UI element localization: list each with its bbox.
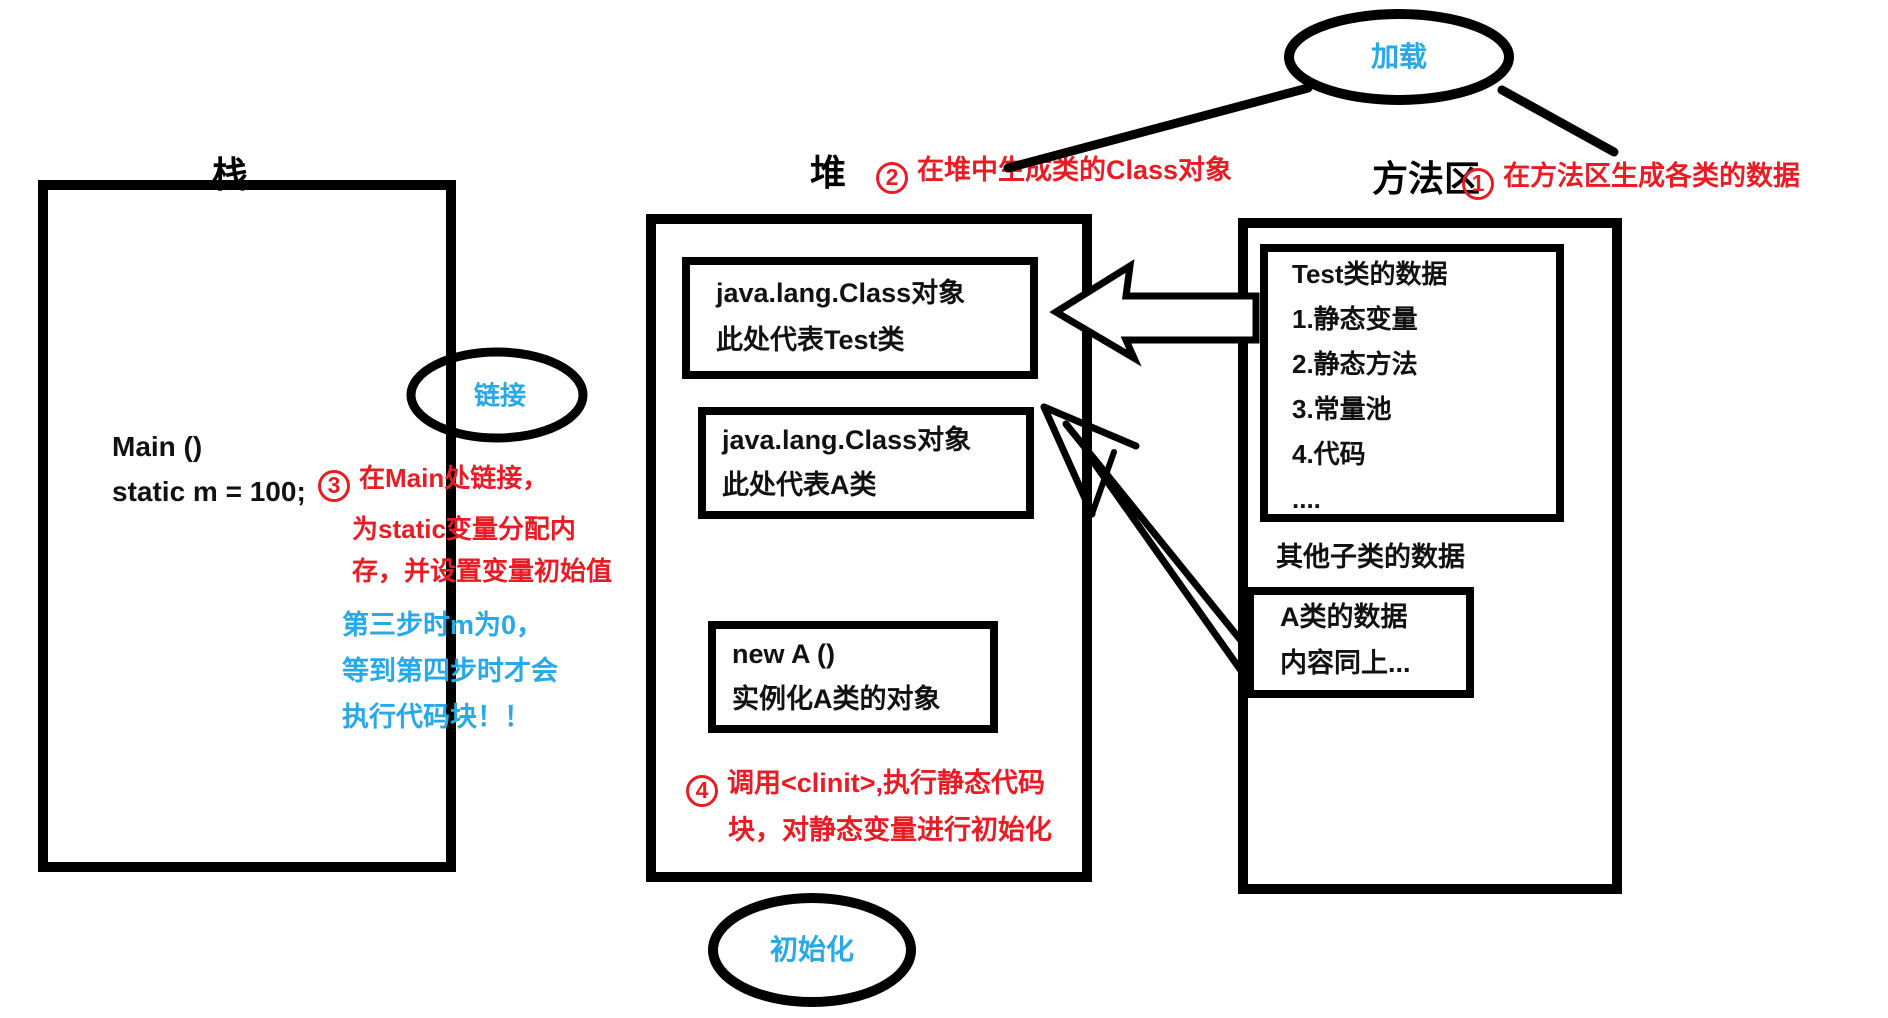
step3-number: 3 [318,469,350,502]
a-data-to-a-class-arrowhead-retrace [1089,449,1117,517]
step1-text: 在方法区生成各类的数据 [1503,161,1800,191]
step4-number: 4 [686,774,718,807]
stack-title: 栈 [212,154,249,195]
step4-text-line1: 调用<clinit>,执行静态代码 [727,768,1046,798]
test-data-line1: Test类的数据 [1292,259,1448,289]
test-class-object-line2: 此处代表Test类 [716,325,905,355]
a-data-to-a-class-arrow-shaft2 [1088,456,1246,676]
test-data-line5: 4.代码 [1292,439,1366,469]
a-data-line1: A类的数据 [1280,602,1408,632]
step3-text-line1: 在Main处链接， [359,463,549,493]
blue-note: 第三步时m为0， 等到第四步时才会 执行代码块！！ [342,602,558,740]
load-phase-label: 加载 [1370,41,1428,72]
stack-code-line-1: Main () [112,431,203,462]
test-data-box [1260,244,1564,522]
load-to-method-area-line [1497,85,1619,157]
a-data-line2: 内容同上... [1280,648,1411,678]
test-data-line3: 2.静态方法 [1292,349,1418,379]
test-class-object-text: java.lang.Class对象 此处代表Test类 [716,270,965,364]
a-data-text: A类的数据 内容同上... [1280,594,1411,686]
test-data-line6: .... [1292,484,1321,514]
a-data-to-a-class-arrow-shaft1 [1062,420,1251,652]
test-data-line2: 1.静态变量 [1292,304,1418,334]
test-data-text: Test类的数据 1.静态变量 2.静态方法 3.常量池 4.代码 .... [1292,252,1448,522]
step3-annotation-line3: 存，并设置变量初始值 [352,556,613,586]
test-data-line4: 3.常量池 [1292,394,1392,424]
test-class-object-line1: java.lang.Class对象 [716,278,966,308]
new-a-line2: 实例化A类的对象 [732,684,941,714]
step2-text: 在堆中生成类的Class对象 [917,155,1233,185]
a-class-object-line1: java.lang.Class对象 [722,425,972,455]
blue-note-line3: 执行代码块！！ [342,702,531,732]
step2-annotation: 2 在堆中生成类的Class对象 [876,148,1232,194]
step3-annotation-line1: 3 在Main处链接， [318,458,548,502]
step1-number: 1 [1462,167,1494,200]
step2-number: 2 [876,161,908,194]
blue-note-line2: 等到第四步时才会 [342,656,558,686]
stack-code-line-2: static m = 100; [112,476,306,507]
heap-title: 堆 [810,152,847,193]
step4-annotation-line2: 块，对静态变量进行初始化 [728,815,1052,845]
stack-box [38,180,456,872]
other-subclass-note: 其他子类的数据 [1276,542,1465,572]
init-phase-label: 初始化 [769,934,855,965]
new-a-line1: new A () [732,639,835,669]
stack-code: Main () static m = 100; [112,424,306,514]
blue-note-line1: 第三步时m为0， [342,610,544,640]
a-class-object-text: java.lang.Class对象 此处代表A类 [722,418,971,508]
step4-annotation-line1: 4 调用<clinit>,执行静态代码 [686,761,1045,807]
a-class-object-box [698,407,1034,519]
step3-annotation-line2: 为static变量分配内 [352,514,576,544]
link-phase-label: 链接 [473,380,527,411]
new-a-box [708,621,998,733]
new-a-text: new A () 实例化A类的对象 [732,632,941,722]
step1-annotation: 1 在方法区生成各类的数据 [1462,154,1800,200]
a-class-object-line2: 此处代表A类 [722,470,877,500]
test-class-object-box [682,257,1038,379]
